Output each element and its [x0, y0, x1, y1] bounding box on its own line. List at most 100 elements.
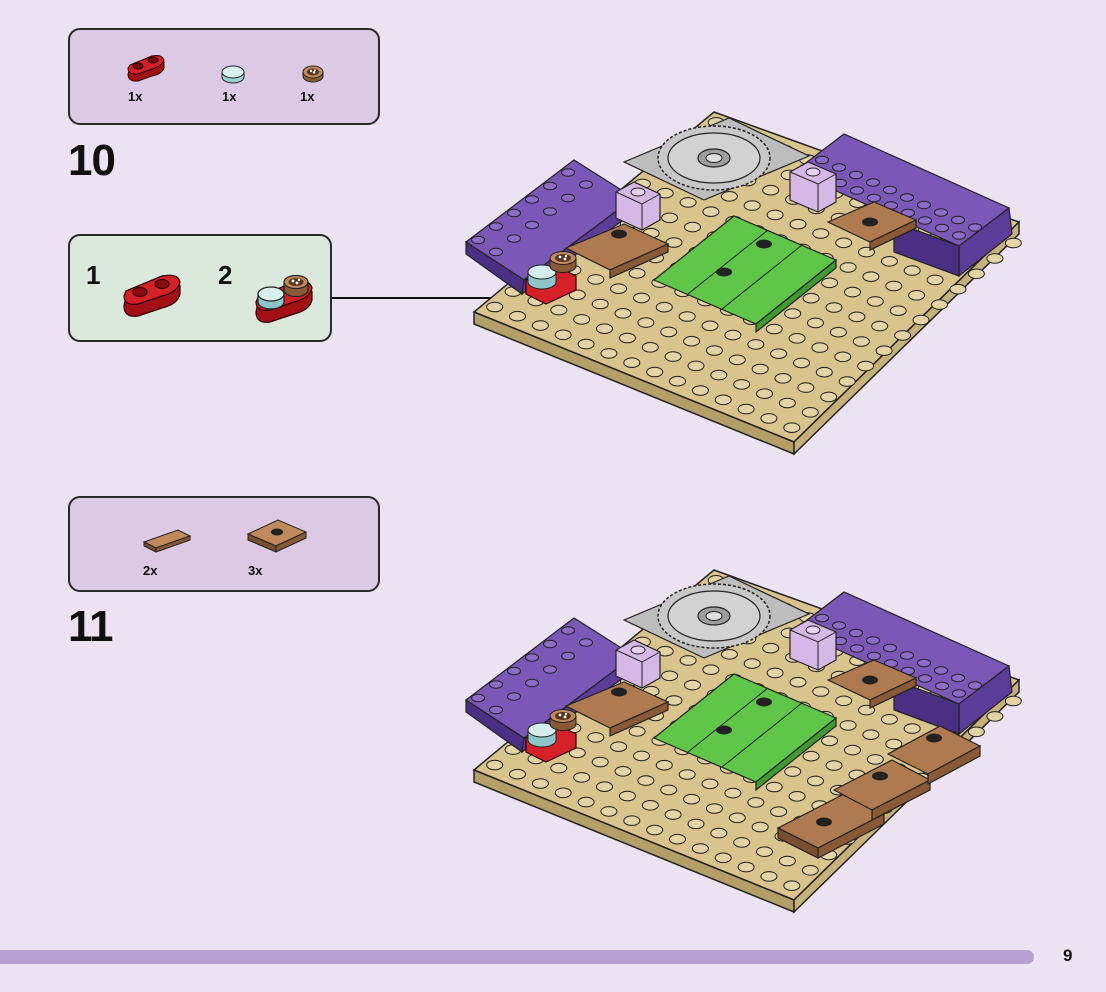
baseplate-stud	[661, 327, 677, 337]
baseplate-stud	[555, 330, 571, 340]
step10-part2-qty: 1x	[222, 89, 236, 104]
purple-stud	[850, 629, 863, 637]
purple-stud	[490, 706, 503, 714]
baseplate-stud	[826, 761, 842, 771]
purple-stud	[816, 614, 829, 622]
baseplate-stud	[748, 798, 764, 808]
purple-stud	[508, 209, 521, 217]
baseplate-stud	[821, 392, 837, 402]
baseplate-stud	[656, 302, 672, 312]
baseplate-stud	[680, 198, 696, 208]
purple-stud	[918, 201, 931, 209]
baseplate-stud	[619, 333, 635, 343]
purple-stud	[833, 164, 846, 172]
baseplate-stud	[932, 300, 948, 310]
baseplate-stud	[785, 767, 801, 777]
baseplate-stud	[802, 866, 818, 876]
baseplate-stud	[766, 324, 782, 334]
substep-1-number: 1	[86, 260, 100, 291]
purple-stud	[918, 659, 931, 667]
step10-part1-qty: 1x	[128, 89, 142, 104]
purple-stud	[901, 652, 914, 660]
baseplate-stud	[849, 312, 865, 322]
baseplate-stud	[867, 755, 883, 765]
baseplate-stud	[685, 222, 701, 232]
substep-2-number: 2	[218, 260, 232, 291]
purple-stud	[935, 667, 948, 675]
baseplate-stud	[692, 844, 708, 854]
purple-stud	[562, 169, 575, 177]
purple-stud	[580, 181, 593, 189]
baseplate-stud	[597, 782, 613, 792]
baseplate-stud	[715, 853, 731, 863]
purple-stud	[919, 675, 932, 683]
baseplate-stud	[812, 343, 828, 353]
baseplate-stud	[904, 724, 920, 734]
baseplate-stud	[757, 847, 773, 857]
purple-stud	[969, 224, 982, 232]
baseplate-stud	[715, 395, 731, 405]
baseplate-stud	[734, 380, 750, 390]
baseplate-stud	[551, 305, 567, 315]
purple-stud	[953, 232, 966, 240]
purple-stud	[850, 171, 863, 179]
baseplate-stud	[662, 213, 678, 223]
baseplate-stud	[895, 331, 911, 341]
baseplate-stud	[766, 782, 782, 792]
purple-stud	[936, 682, 949, 690]
purple-stud	[472, 694, 485, 702]
purple-stud	[508, 667, 521, 675]
baseplate-stud	[813, 687, 829, 697]
baseplate-stud	[803, 751, 819, 761]
purple-stud	[952, 674, 965, 682]
baseplate-stud	[752, 364, 768, 374]
baseplate-stud	[670, 834, 686, 844]
baseplate-stud	[688, 819, 704, 829]
baseplate-stud	[790, 219, 806, 229]
step11-number: 11	[68, 602, 113, 652]
purple-stud	[884, 644, 897, 652]
baseplate-stud	[808, 776, 824, 786]
baseplate-stud	[487, 760, 503, 770]
purple-stud	[969, 682, 982, 690]
baseplate-stud	[853, 337, 869, 347]
baseplate-stud	[830, 327, 846, 337]
baseplate-stud	[767, 210, 783, 220]
baseplate-stud	[611, 284, 627, 294]
baseplate-stud	[601, 349, 617, 359]
baseplate-stud	[867, 297, 883, 307]
baseplate-stud	[729, 355, 745, 365]
baseplate-stud	[702, 321, 718, 331]
baseplate-stud	[711, 828, 727, 838]
baseplate-stud	[789, 334, 805, 344]
baseplate-stud	[771, 349, 787, 359]
baseplate-stud	[790, 677, 806, 687]
substep2-assembled-parts	[254, 272, 318, 324]
baseplate-stud	[816, 367, 832, 377]
baseplate-stud	[532, 321, 548, 331]
purple-stud	[544, 640, 557, 648]
baseplate-stud	[738, 862, 754, 872]
purple-stud	[833, 622, 846, 630]
baseplate-stud	[802, 408, 818, 418]
baseplate-stud	[835, 352, 851, 362]
purple-stud	[867, 179, 880, 187]
baseplate-stud	[840, 263, 856, 273]
baseplate-stud	[779, 856, 795, 866]
baseplate-stud	[597, 324, 613, 334]
baseplate-stud	[665, 352, 681, 362]
step10-number: 10	[68, 136, 115, 186]
purple-stud	[851, 187, 864, 195]
baseplate-stud	[711, 370, 727, 380]
baseplate-stud	[647, 367, 663, 377]
baseplate-stud	[680, 656, 696, 666]
baseplate-stud	[950, 284, 966, 294]
baseplate-stud	[761, 414, 777, 424]
baseplate-stud	[551, 763, 567, 773]
baseplate-stud	[487, 302, 503, 312]
purple-stud	[953, 690, 966, 698]
baseplate-stud	[688, 361, 704, 371]
baseplate-stud	[909, 291, 925, 301]
nougat-tile-1x2-part	[142, 528, 192, 554]
baseplate-stud	[703, 665, 719, 675]
